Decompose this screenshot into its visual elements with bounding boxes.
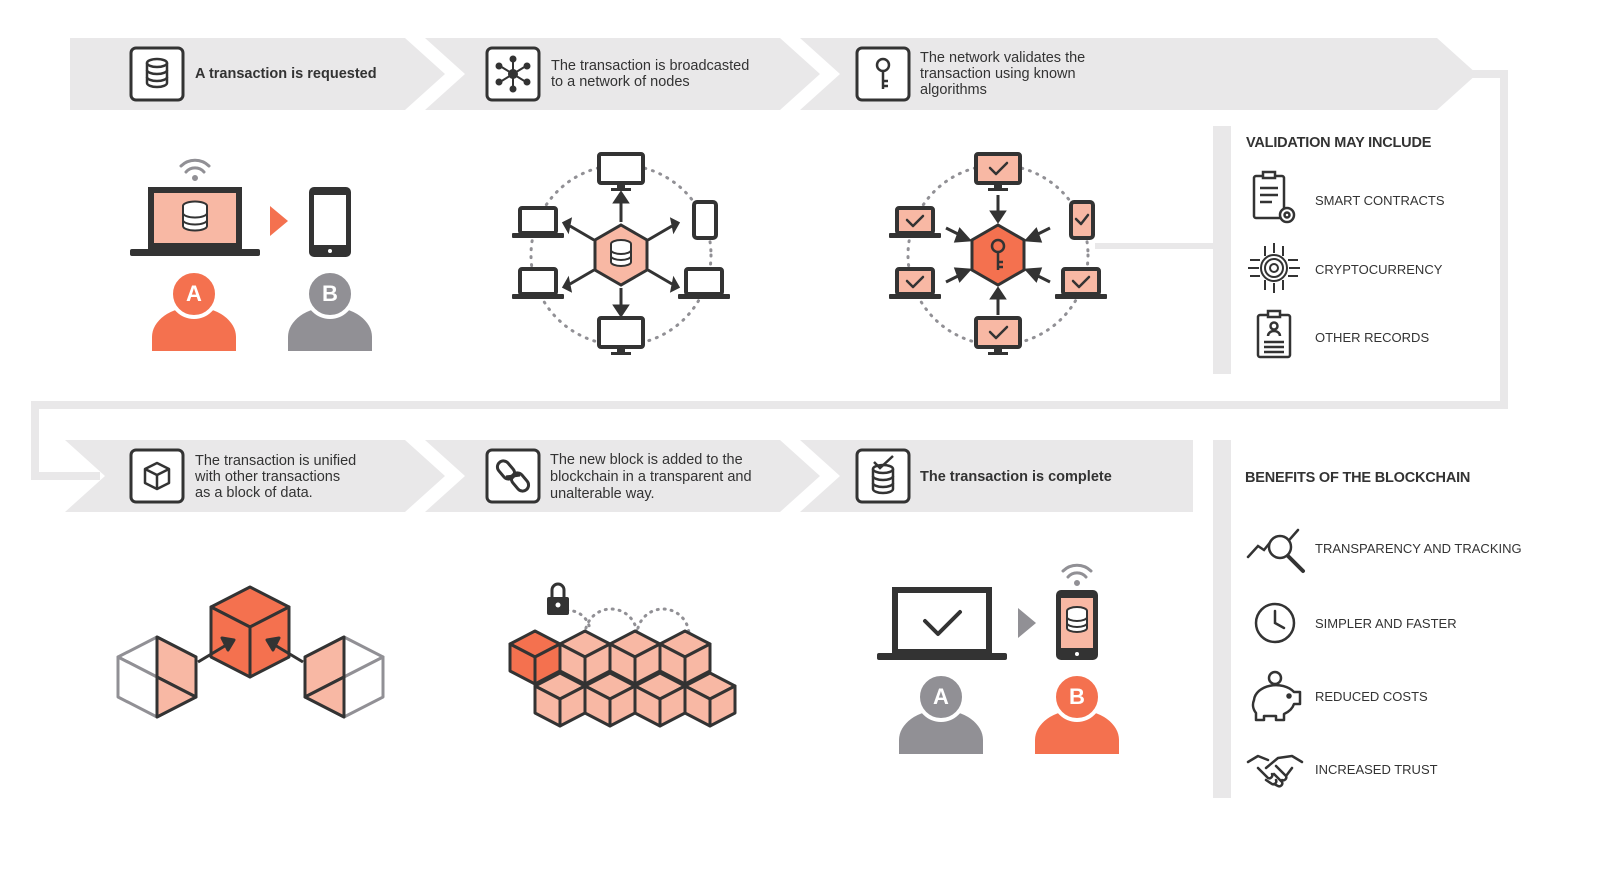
benefits-title: BENEFITS OF THE BLOCKCHAIN <box>1245 470 1471 486</box>
step-5-line-3: unalterable way. <box>550 486 655 502</box>
arrow-right-gray-icon <box>1018 608 1036 638</box>
step-6-label: The transaction is complete <box>920 469 1112 485</box>
key-icon <box>875 57 891 89</box>
illustration-unify <box>116 585 385 719</box>
validation-item-cryptocurrency: CRYPTOCURRENCY <box>1315 262 1443 277</box>
person-b-letter-complete: B <box>1069 684 1085 709</box>
piggy-bank-icon <box>1251 670 1302 722</box>
step-3-line-3: algorithms <box>920 82 987 98</box>
benefit-item-transparency: TRANSPARENCY AND TRACKING <box>1315 541 1522 556</box>
illustration-request <box>130 158 372 351</box>
validation-item-other-records: OTHER RECORDS <box>1315 330 1430 345</box>
person-a-letter-complete: A <box>933 684 949 709</box>
record-clipboard-icon <box>1256 309 1292 359</box>
check-icons <box>905 161 1091 340</box>
step-4-line-2: with other transactions <box>195 469 341 485</box>
step-2-line-2: to a network of nodes <box>551 74 690 90</box>
validation-panel-bar <box>1213 126 1231 374</box>
contract-gear-icon <box>1252 170 1296 224</box>
person-a-letter: A <box>186 281 202 306</box>
step-5-line-1: The new block is added to the <box>550 452 743 468</box>
new-block <box>508 629 562 686</box>
step-4-line-3: as a block of data. <box>195 485 313 501</box>
person-b-body-complete <box>1035 710 1119 754</box>
network-nodes-icon <box>495 55 531 93</box>
person-b-letter: B <box>322 281 338 306</box>
step6-icon-box <box>855 448 911 504</box>
step-2-label: The transaction is broadcasted to a netw… <box>551 58 749 90</box>
padlock-icon <box>547 582 569 615</box>
step-6-line-1: The transaction is complete <box>920 469 1112 485</box>
laptop-base <box>130 249 260 256</box>
wifi-icon-complete <box>1061 563 1093 586</box>
step-3-line-1: The network validates the <box>920 50 1086 66</box>
step-4-label: The transaction is unified with other tr… <box>195 453 356 501</box>
laptop-screen-complete <box>892 587 992 655</box>
validation-title: VALIDATION MAY INCLUDE <box>1246 135 1432 151</box>
step-2-line-1: The transaction is broadcasted <box>551 58 750 74</box>
illustration-blockchain <box>508 582 737 728</box>
arrow-right-icon <box>270 206 288 236</box>
cube-icon <box>143 461 171 491</box>
benefit-item-reduced-costs: REDUCED COSTS <box>1315 689 1428 704</box>
step-3-label: The network validates the transaction us… <box>920 50 1085 98</box>
person-a-body-complete <box>899 710 983 754</box>
benefit-item-simpler: SIMPLER AND FASTER <box>1315 616 1457 631</box>
benefits-panel-bar <box>1213 440 1231 798</box>
person-a-head <box>169 269 219 319</box>
person-a-body <box>152 307 236 351</box>
person-b-head <box>305 269 355 319</box>
illustration-validation <box>889 152 1107 355</box>
validation-item-smart-contracts: SMART CONTRACTS <box>1315 193 1445 208</box>
chain-link-icon <box>495 459 531 493</box>
illustration-complete <box>877 563 1119 754</box>
illustration-broadcast <box>512 152 730 355</box>
flow-connector <box>31 70 1508 480</box>
step-1-line-1: A transaction is requested <box>195 66 377 82</box>
wifi-icon <box>179 158 211 181</box>
step-3-line-2: transaction using known <box>920 66 1076 82</box>
handshake-icon <box>1246 754 1304 788</box>
clock-icon <box>1254 602 1296 644</box>
person-b-body <box>288 307 372 351</box>
step-4-line-1: The transaction is unified <box>195 453 357 469</box>
laptop-database-icon <box>182 200 208 232</box>
crypto-chip-icon <box>1248 243 1300 293</box>
database-icon <box>145 57 169 89</box>
step-5-label: The new block is added to the blockchain… <box>550 452 752 503</box>
step-5-line-2: blockchain in a transparent and <box>550 469 752 485</box>
benefit-item-increased-trust: INCREASED TRUST <box>1315 762 1438 777</box>
database-check-icon <box>871 455 895 495</box>
magnifier-chart-icon <box>1246 528 1305 573</box>
step-1-label: A transaction is requested <box>195 66 377 82</box>
